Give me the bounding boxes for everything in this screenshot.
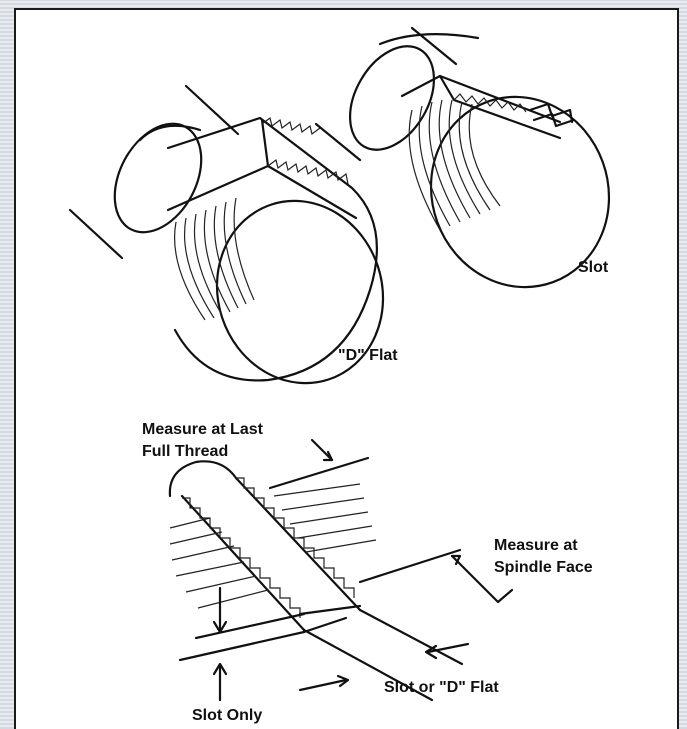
d-flat-spindle-illustration — [68, 84, 385, 385]
measure-last-thread-label-line1: Measure at Last — [142, 421, 264, 438]
d-flat-label: "D" Flat — [338, 347, 398, 364]
slot-label: Slot — [578, 259, 609, 276]
thread-section-illustration — [168, 438, 514, 702]
measure-spindle-face-label-line2: Spindle Face — [494, 559, 593, 576]
measure-last-thread-label-line2: Full Thread — [142, 443, 228, 460]
slot-spindle-illustration — [314, 26, 611, 289]
slot-or-d-flat-label: Slot or "D" Flat — [384, 679, 499, 696]
slot-only-label: Slot Only — [192, 707, 262, 724]
measure-spindle-face-label-line1: Measure at — [494, 537, 578, 554]
